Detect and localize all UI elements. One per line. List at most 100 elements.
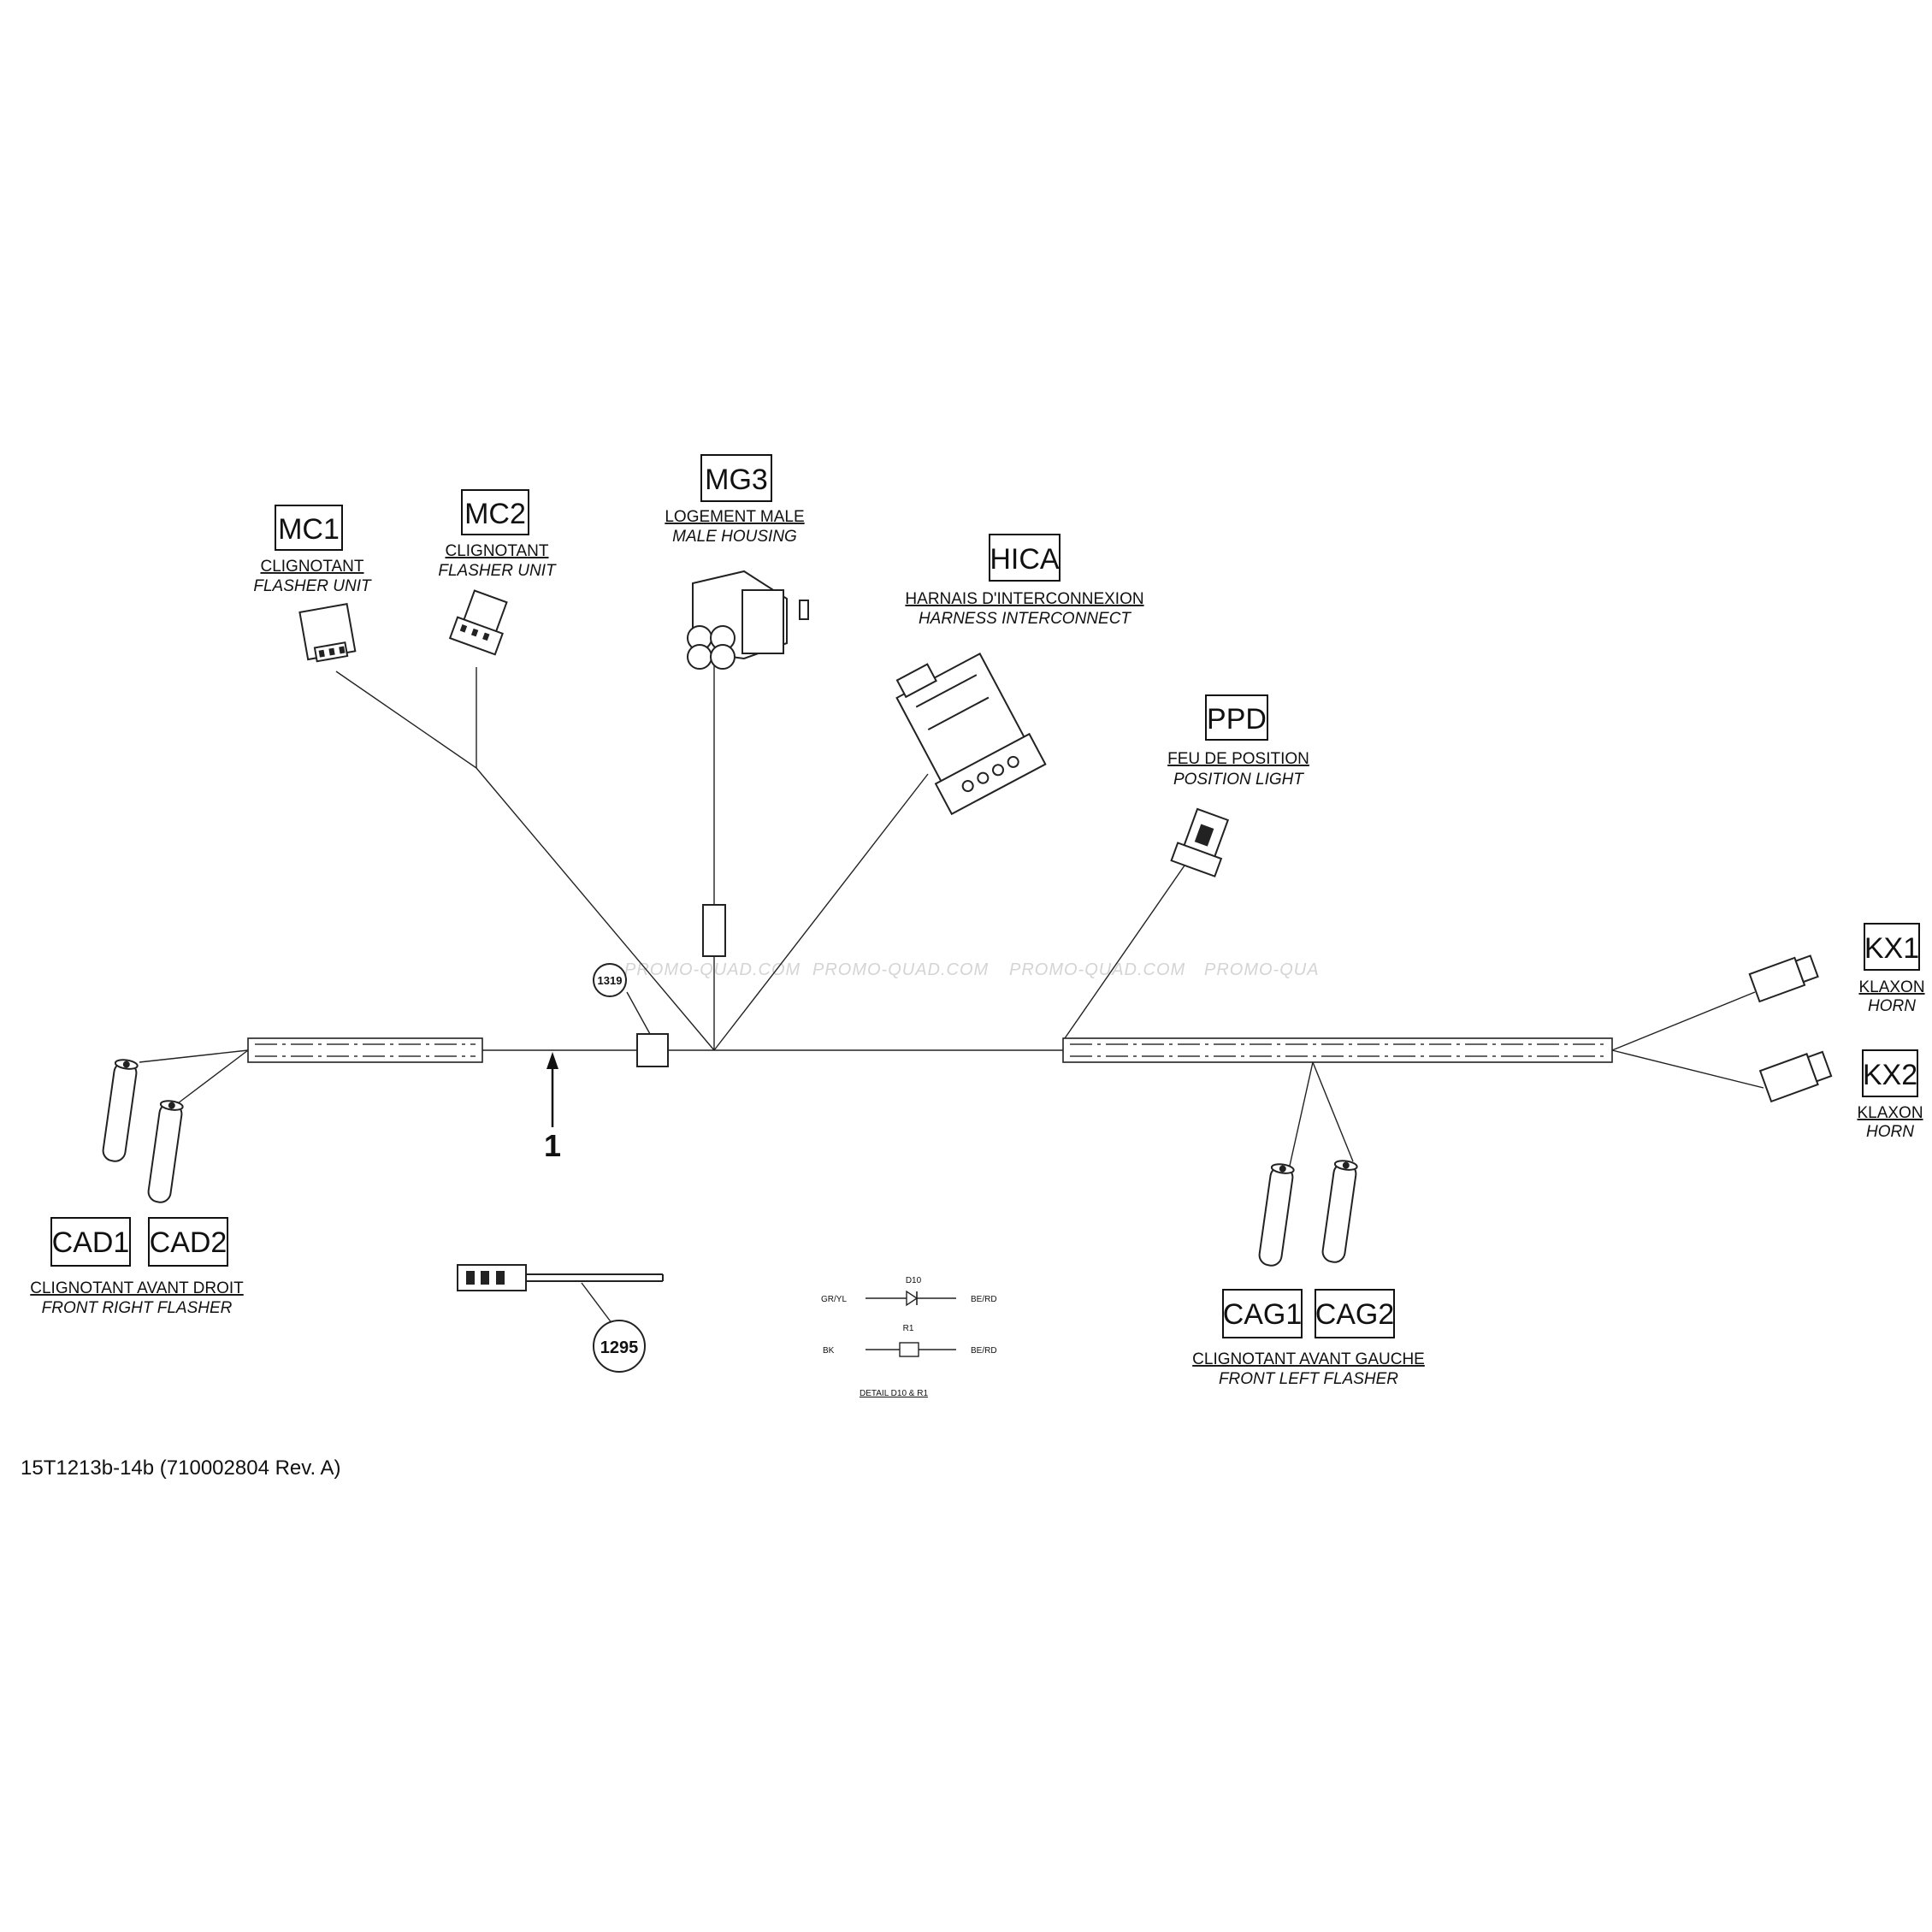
main-harness-trunk xyxy=(247,1033,1613,1067)
diode-icon xyxy=(906,1290,919,1307)
callout-1-number: 1 xyxy=(544,1128,561,1163)
cag2-terminal-icon xyxy=(1321,1160,1358,1263)
label-kx2-en: HORN xyxy=(1866,1123,1914,1141)
callout-1295-leader xyxy=(581,1282,613,1325)
label-mc1-code: MC1 xyxy=(278,513,340,546)
watermark-text-2: PROMO-QUAD.COM xyxy=(812,960,989,979)
label-ppd-code: PPD xyxy=(1207,703,1267,736)
right-protective-sleeve xyxy=(1062,1037,1613,1063)
label-cad: CAD1 CAD2 CLIGNOTANT AVANT DROIT FRONT R… xyxy=(30,1217,244,1317)
mg3-inline-sleeve xyxy=(702,904,726,957)
watermark-text-1: PROMO-QUAD.COM xyxy=(624,960,801,979)
label-mg3-box xyxy=(700,454,772,502)
label-kx2-box xyxy=(1862,1049,1918,1097)
label-mc1-en: FLASHER UNIT xyxy=(253,577,372,595)
detail-d10-r1: D10 GR/YL BE/RD R1 BK BE/RD DETAIL D10 &… xyxy=(821,1276,997,1398)
wire-cag1 xyxy=(1289,1061,1314,1167)
wire-kx1 xyxy=(1611,991,1756,1051)
kx2-connector-icon xyxy=(1758,1050,1833,1103)
callout-1295-text: 1295 xyxy=(600,1338,639,1357)
detail-title: DETAIL D10 & R1 xyxy=(860,1389,928,1398)
label-mg3-en: MALE HOUSING xyxy=(672,528,797,546)
resistor-icon xyxy=(899,1342,919,1357)
label-mc2-fr: CLIGNOTANT xyxy=(445,542,548,560)
label-cag-en: FRONT LEFT FLASHER xyxy=(1219,1370,1398,1388)
detail-right-top: BE/RD xyxy=(971,1295,997,1304)
label-hica-fr: HARNAIS D'INTERCONNEXION xyxy=(905,590,1143,608)
label-kx2: KX2 KLAXON HORN xyxy=(1857,1049,1923,1141)
label-cag2-box xyxy=(1315,1289,1395,1338)
label-hica-en: HARNESS INTERCONNECT xyxy=(919,610,1131,628)
cad1-terminal-icon xyxy=(102,1059,139,1162)
wire-cag2 xyxy=(1312,1061,1354,1162)
drawing-number: 15T1213b-14b (710002804 Rev. A) xyxy=(21,1456,341,1480)
label-hica-code: HICA xyxy=(990,543,1060,576)
label-kx1-code: KX1 xyxy=(1864,932,1919,965)
label-cag-fr: CLIGNOTANT AVANT GAUCHE xyxy=(1192,1350,1425,1368)
watermark: PROMO-QUAD.COM PROMO-QUAD.COM PROMO-QUAD… xyxy=(624,960,1320,979)
callout-item-1: 1 xyxy=(544,1052,561,1163)
label-cag: CAG1 CAG2 CLIGNOTANT AVANT GAUCHE FRONT … xyxy=(1192,1289,1425,1388)
label-cad-en: FRONT RIGHT FLASHER xyxy=(42,1299,233,1317)
callout-1295-circle xyxy=(593,1320,646,1373)
callout-1319-text: 1319 xyxy=(598,974,623,987)
label-ppd-en: POSITION LIGHT xyxy=(1173,771,1304,789)
label-cag2-code: CAG2 xyxy=(1315,1298,1395,1331)
mc2-connector-icon xyxy=(448,589,508,656)
wire-mc-junction xyxy=(476,767,715,1051)
detail-left-top: GR/YL xyxy=(821,1295,847,1304)
wire-cad1 xyxy=(139,1049,249,1063)
callout-1319-leader xyxy=(626,991,651,1035)
label-mg3-fr: LOGEMENT MALE xyxy=(665,508,804,526)
ppd-connector-icon xyxy=(1170,807,1230,877)
label-cad1-code: CAD1 xyxy=(52,1226,130,1259)
label-kx2-code: KX2 xyxy=(1863,1059,1917,1091)
mc1-connector-icon xyxy=(298,603,357,663)
watermark-text-3: PROMO-QUAD.COM xyxy=(1009,960,1185,979)
label-kx1-en: HORN xyxy=(1868,997,1916,1015)
wire-hica xyxy=(713,773,929,1051)
label-cad2-box xyxy=(148,1217,228,1267)
wire-cad2 xyxy=(177,1049,249,1104)
label-kx2-fr: KLAXON xyxy=(1857,1104,1923,1122)
label-kx1: KX1 KLAXON HORN xyxy=(1858,923,1925,1015)
label-cad2-code: CAD2 xyxy=(150,1226,227,1259)
label-kx1-fr: KLAXON xyxy=(1858,978,1924,996)
label-cad1-box xyxy=(50,1217,131,1267)
label-hica-box xyxy=(989,534,1061,582)
label-cag1-code: CAG1 xyxy=(1223,1298,1303,1331)
detail-left-bottom: BK xyxy=(823,1346,835,1356)
label-mc1-fr: CLIGNOTANT xyxy=(260,558,363,576)
label-mc2-en: FLASHER UNIT xyxy=(438,562,557,580)
label-mg3: MG3 LOGEMENT MALE MALE HOUSING xyxy=(665,454,805,546)
label-ppd-box xyxy=(1205,694,1268,741)
wire-kx2 xyxy=(1611,1049,1764,1089)
wire-mc1 xyxy=(335,671,477,769)
left-protective-sleeve xyxy=(247,1037,483,1063)
cag1-terminal-icon xyxy=(1258,1163,1295,1267)
kx1-connector-icon xyxy=(1748,954,1819,1003)
detail-r1-label: R1 xyxy=(903,1324,914,1333)
mg3-housing-icon xyxy=(687,570,809,670)
label-kx1-box xyxy=(1864,923,1920,971)
callout-1-arrowhead xyxy=(547,1052,558,1069)
label-cad-fr: CLIGNOTANT AVANT DROIT xyxy=(30,1279,244,1297)
label-mc1-box xyxy=(275,505,343,551)
label-cag1-box xyxy=(1222,1289,1303,1338)
detail-d10-label: D10 xyxy=(906,1276,922,1285)
splice-1319-block xyxy=(636,1033,669,1067)
callout-1319: 1319 xyxy=(593,963,651,1035)
terminal-1295: 1295 xyxy=(457,1264,664,1373)
callout-1319-circle xyxy=(593,963,627,997)
cad2-terminal-icon xyxy=(147,1100,184,1203)
detail-right-bottom: BE/RD xyxy=(971,1346,997,1356)
label-mc1: MC1 CLIGNOTANT FLASHER UNIT xyxy=(253,505,372,595)
label-ppd-fr: FEU DE POSITION xyxy=(1167,750,1309,768)
label-ppd: PPD FEU DE POSITION POSITION LIGHT xyxy=(1167,694,1309,789)
wire-ppd xyxy=(1064,865,1185,1039)
label-mc2-box xyxy=(461,489,529,535)
watermark-text-4: PROMO-QUA xyxy=(1204,960,1320,979)
branch-wires xyxy=(139,665,1764,1167)
label-mg3-code: MG3 xyxy=(705,464,768,496)
